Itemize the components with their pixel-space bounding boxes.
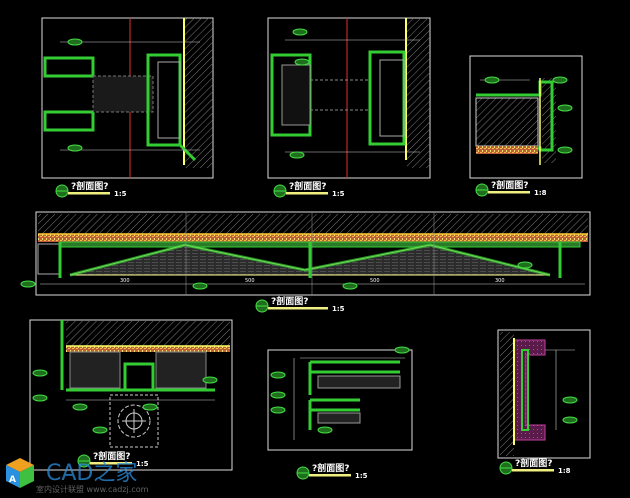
callout-tag bbox=[192, 282, 208, 290]
callout-tag bbox=[67, 144, 83, 152]
view-title: ?剖面图? bbox=[312, 462, 349, 474]
callout-tag bbox=[394, 346, 410, 354]
callout-tag bbox=[342, 282, 358, 290]
callout-tag bbox=[270, 371, 286, 379]
view-title-block: ?剖面图? 1:5 bbox=[255, 295, 345, 313]
title-underline bbox=[68, 192, 110, 195]
watermark-logo-text: CAD之家 bbox=[46, 461, 137, 486]
view-title: ?剖面图? bbox=[289, 180, 326, 192]
callout-tag bbox=[20, 280, 36, 288]
view-title-block: ?剖面图? 1:8 bbox=[475, 179, 547, 197]
cube-logo-icon: A bbox=[6, 458, 34, 488]
dimension-label: 300 bbox=[495, 278, 505, 284]
callout-tag bbox=[270, 406, 286, 414]
elevation-view: 300 500 500 300 bbox=[35, 211, 591, 296]
dimension-label: 300 bbox=[120, 278, 130, 284]
callout-tag bbox=[484, 76, 500, 84]
view-title: ?剖面图? bbox=[271, 295, 308, 307]
callout-tag bbox=[92, 426, 108, 434]
callout-tag bbox=[562, 416, 578, 424]
dimension-label: 500 bbox=[245, 278, 255, 284]
callout-tag bbox=[142, 403, 158, 411]
watermark: A CAD之家 室内设计联盟 www.cadzj.com bbox=[6, 458, 149, 494]
view-scale: 1:5 bbox=[355, 472, 368, 480]
title-underline bbox=[309, 474, 351, 477]
watermark-subtitle: 室内设计联盟 www.cadzj.com bbox=[36, 484, 149, 494]
callout-tag bbox=[270, 391, 286, 399]
view-title: ?剖面图? bbox=[515, 457, 552, 469]
view-scale: 1:8 bbox=[558, 467, 571, 475]
callout-tag bbox=[32, 369, 48, 377]
callout-tag bbox=[32, 394, 48, 402]
view-scale: 1:5 bbox=[114, 190, 127, 198]
section-view-4 bbox=[29, 319, 233, 471]
callout-tag bbox=[562, 396, 578, 404]
view-title-block: ?剖面图? 1:5 bbox=[55, 180, 127, 198]
title-underline bbox=[286, 192, 328, 195]
title-underline bbox=[512, 469, 554, 472]
callout-tag bbox=[289, 151, 305, 159]
callout-tag bbox=[517, 261, 533, 269]
title-underline bbox=[90, 462, 132, 465]
callout-tag bbox=[72, 403, 88, 411]
view-title-block: ?剖面图? 1:5 bbox=[77, 450, 149, 468]
callout-tag bbox=[552, 76, 568, 84]
callout-tag bbox=[317, 426, 333, 434]
view-scale: 1:5 bbox=[332, 190, 345, 198]
title-underline bbox=[488, 191, 530, 194]
section-view-1 bbox=[41, 17, 214, 179]
callout-tag bbox=[557, 104, 573, 112]
callout-tag bbox=[67, 38, 83, 46]
callout-tag bbox=[557, 146, 573, 154]
callout-tags bbox=[20, 28, 578, 434]
view-title-block: ?剖面图? 1:5 bbox=[273, 180, 345, 198]
view-scale: 1:5 bbox=[136, 460, 149, 468]
view-title: ?剖面图? bbox=[71, 180, 108, 192]
view-title-block: ?剖面图? 1:5 bbox=[296, 462, 368, 480]
title-underline bbox=[268, 307, 328, 310]
view-scale: 1:5 bbox=[332, 305, 345, 313]
view-title-block: ?剖面图? 1:8 bbox=[499, 457, 571, 475]
callout-tag bbox=[202, 376, 218, 384]
callout-tag bbox=[292, 28, 308, 36]
section-view-3 bbox=[469, 55, 583, 179]
view-title: ?剖面图? bbox=[93, 450, 130, 462]
dimension-label: 500 bbox=[370, 278, 380, 284]
section-view-6 bbox=[497, 329, 591, 459]
section-view-2 bbox=[267, 17, 431, 179]
section-view-5 bbox=[267, 349, 413, 451]
svg-text:A: A bbox=[9, 475, 16, 485]
view-scale: 1:8 bbox=[534, 189, 547, 197]
view-title: ?剖面图? bbox=[491, 179, 528, 191]
callout-tag bbox=[294, 58, 310, 66]
